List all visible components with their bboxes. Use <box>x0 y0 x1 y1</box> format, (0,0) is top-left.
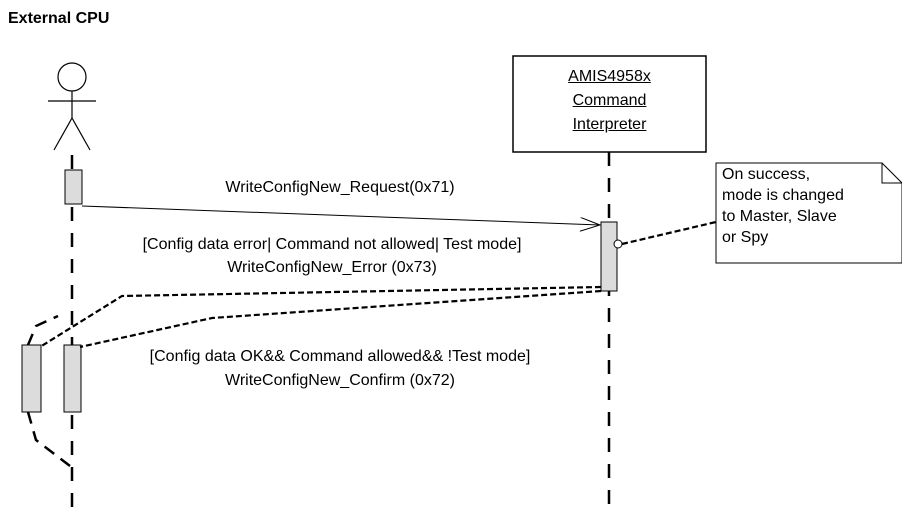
note-line-3: to Master, Slave <box>722 208 837 225</box>
confirm-return-line <box>79 289 602 349</box>
confirm-guard-label: [Config data OK&& Command allowed&& !Tes… <box>149 348 531 365</box>
error-message-label: WriteConfigNew_Error (0x73) <box>227 259 437 276</box>
confirm-message-label: WriteConfigNew_Confirm (0x72) <box>225 372 455 389</box>
error-guard-label: [Config data error| Command not allowed|… <box>142 236 522 253</box>
bracket-bottom <box>26 411 71 467</box>
actor-activation-error <box>21 344 42 413</box>
note-connector <box>621 220 717 246</box>
note-line-1: On success, <box>722 166 811 183</box>
bracket-top <box>26 314 59 346</box>
interpreter-box <box>512 55 707 153</box>
interpreter-name-line-1: AMIS4958x <box>568 68 651 85</box>
interpreter-name-line-3: Interpreter <box>572 116 647 133</box>
note-line-4: or Spy <box>722 229 769 246</box>
request-arrow <box>81 205 600 225</box>
interpreter-name-line-2: Command <box>572 92 647 109</box>
error-return-line <box>39 285 602 348</box>
request-message-label: WriteConfigNew_Request(0x71) <box>225 179 455 196</box>
note-line-2: mode is changed <box>722 187 844 204</box>
note-fold <box>881 163 902 184</box>
actor-label: External CPU <box>8 10 110 27</box>
actor-activation-confirm <box>63 344 82 413</box>
actor-stick-figure <box>48 62 96 151</box>
note-box <box>715 162 902 264</box>
interpreter-activation <box>600 221 618 292</box>
actor-activation-top <box>64 169 83 205</box>
note-anchor-circle <box>613 239 623 249</box>
